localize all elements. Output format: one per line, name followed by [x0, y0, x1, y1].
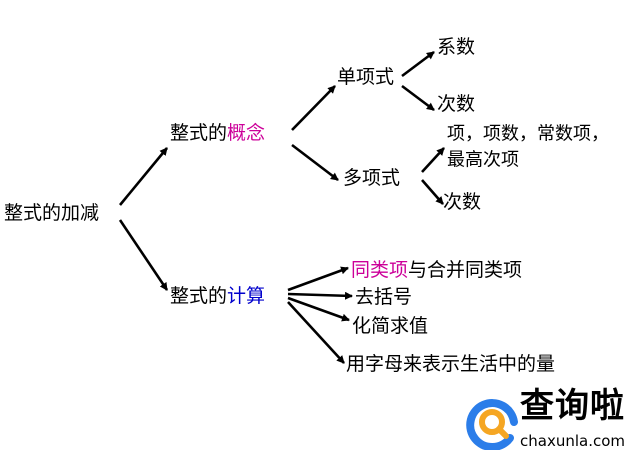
- monomial-node: 单项式: [337, 66, 395, 88]
- concept-highlight: 概念: [227, 122, 266, 144]
- arrow-calc-simplify: [287, 296, 350, 322]
- arrow-calc-letters: [287, 301, 345, 364]
- search-logo-icon: [466, 399, 518, 450]
- arrow-root-calc: [118, 219, 169, 291]
- arrow-root-concept: [118, 147, 169, 206]
- arrow-monomial-degree: [401, 84, 435, 112]
- concept-node: 整式的概念: [170, 122, 265, 144]
- poly-terms-line1: 项，项数，常数项，: [447, 123, 609, 145]
- calc-node: 整式的计算: [170, 285, 265, 307]
- like-terms-highlight: 同类项: [351, 259, 409, 281]
- brackets-node: 去括号: [355, 286, 413, 308]
- calc-highlight: 计算: [227, 285, 266, 307]
- coefficient-node: 系数: [437, 36, 476, 58]
- polynomial-node: 多项式: [343, 167, 401, 189]
- like-terms-node: 同类项与合并同类项: [351, 259, 522, 281]
- poly-degree-node: 次数: [443, 191, 482, 213]
- arrow-calc-like: [287, 266, 349, 292]
- root-node: 整式的加减: [4, 202, 100, 224]
- calc-prefix: 整式的: [170, 285, 228, 307]
- arrow-poly-terms: [421, 147, 445, 173]
- watermark-logo: 查询啦 chaxunla.com: [462, 386, 638, 458]
- watermark-url: chaxunla.com: [520, 432, 625, 450]
- simplify-node: 化简求值: [352, 315, 429, 337]
- monomial-degree-node: 次数: [437, 93, 476, 115]
- arrow-concept-monomial: [291, 85, 336, 131]
- arrow-concept-polynomial: [291, 143, 339, 182]
- arrow-poly-degree: [421, 179, 444, 205]
- poly-terms-line2: 最高次项: [447, 149, 519, 171]
- watermark-name: 查询啦: [520, 386, 625, 426]
- concept-prefix: 整式的: [170, 122, 228, 144]
- arrow-monomial-coef: [401, 50, 435, 78]
- arrow-calc-brackets: [287, 291, 353, 300]
- like-terms-rest: 与合并同类项: [408, 259, 523, 281]
- letters-node: 用字母来表示生活中的量: [346, 353, 556, 375]
